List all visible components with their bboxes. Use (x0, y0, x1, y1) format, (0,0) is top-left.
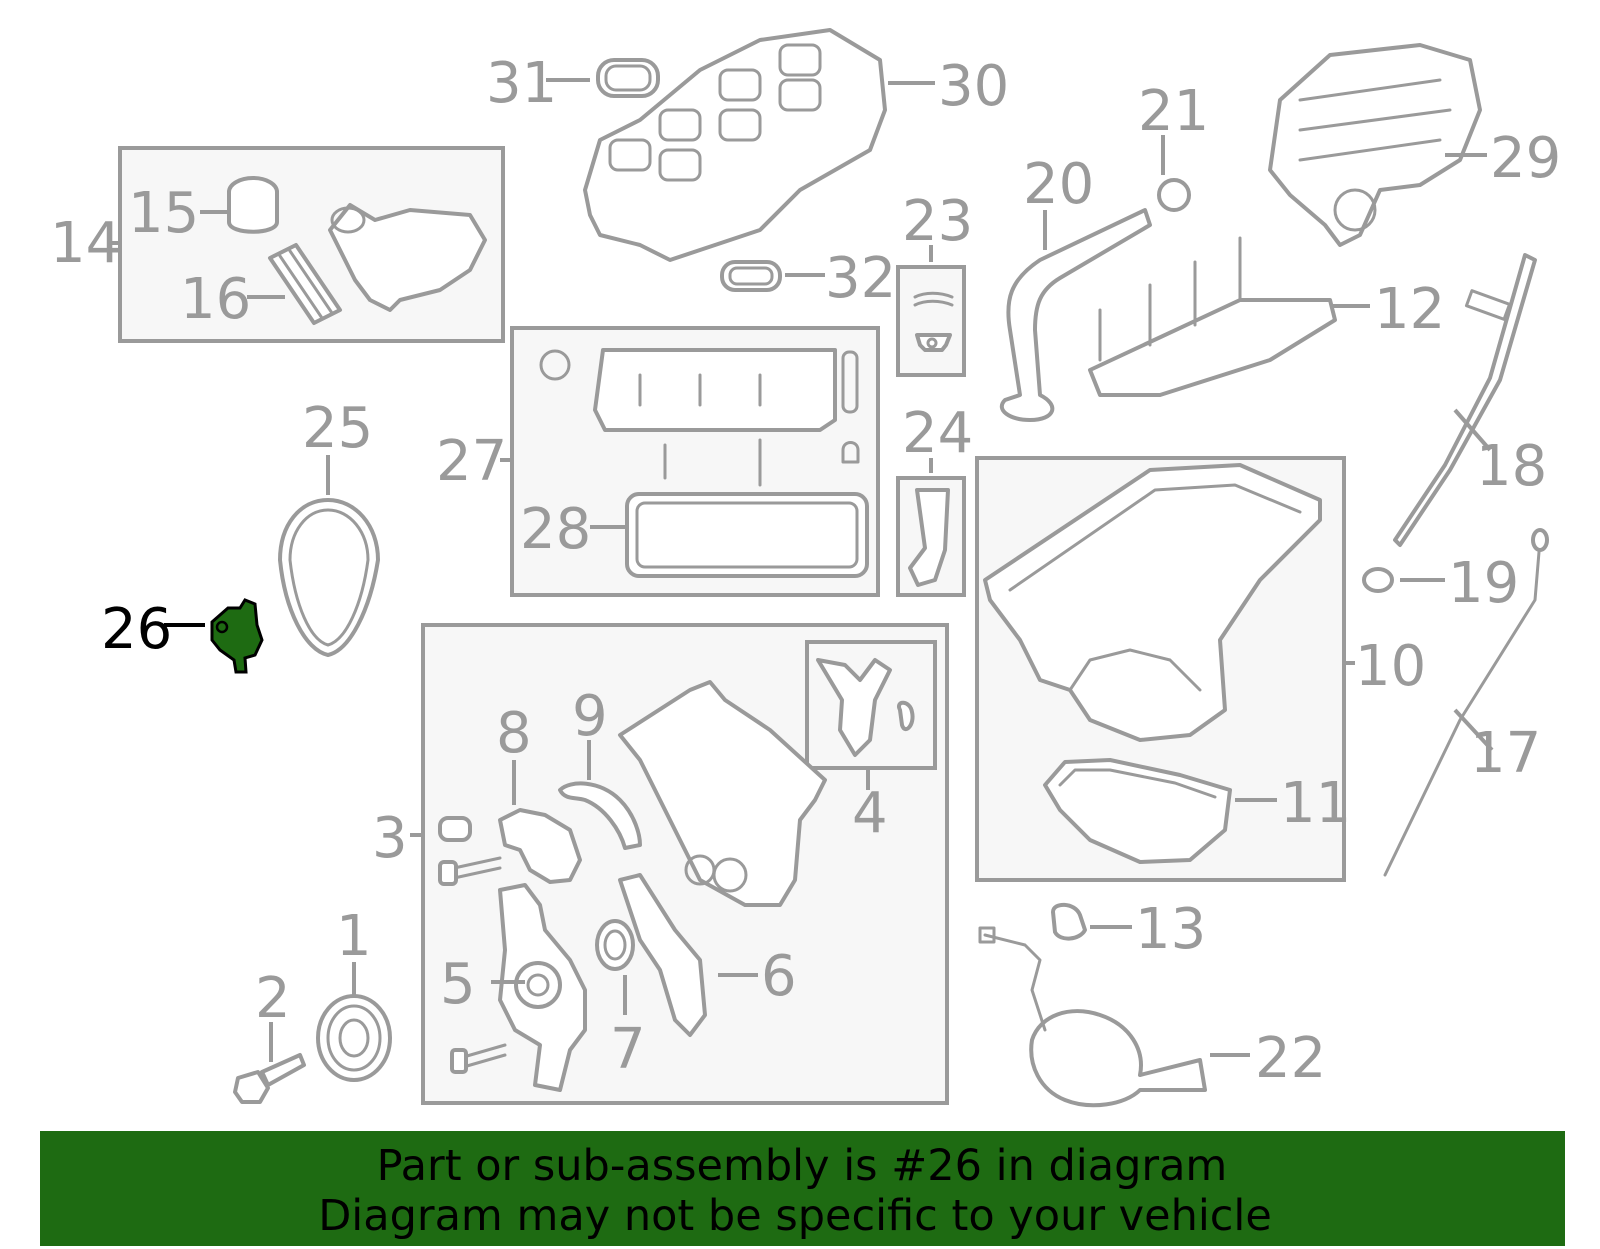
part-18-dipstick-tube[interactable] (1393, 253, 1537, 547)
part-27-valve-cover[interactable] (539, 348, 860, 487)
callout-6[interactable]: 6 (761, 944, 797, 1009)
banner-line-2: Diagram may not be specific to your vehi… (318, 1191, 1272, 1241)
part-30-intake-manifold[interactable] (583, 28, 887, 262)
callout-18[interactable]: 18 (1476, 434, 1547, 499)
callout-17[interactable]: 17 (1470, 721, 1541, 786)
part-26-highlighted[interactable] (210, 598, 264, 674)
callout-22[interactable]: 22 (1255, 1026, 1326, 1091)
part-23-cap[interactable] (913, 291, 954, 352)
part-5-water-pump[interactable] (450, 883, 587, 1092)
part-15-cap[interactable] (227, 176, 279, 234)
part-32-gasket[interactable] (720, 260, 782, 292)
part-31-gasket[interactable] (596, 58, 660, 98)
callout-27[interactable]: 27 (436, 429, 507, 494)
callout-12[interactable]: 12 (1374, 277, 1445, 342)
callout-10[interactable]: 10 (1355, 634, 1426, 699)
callout-14[interactable]: 14 (50, 211, 121, 276)
callout-31[interactable]: 31 (486, 51, 557, 116)
part-19-o-ring[interactable] (1362, 567, 1394, 593)
part-13-plug[interactable] (1051, 902, 1087, 941)
banner-line-1: Part or sub-assembly is #26 in diagram (377, 1141, 1228, 1191)
callout-29[interactable]: 29 (1490, 126, 1561, 191)
part-12-windage-tray[interactable] (1088, 236, 1337, 397)
callout-1[interactable]: 1 (336, 904, 372, 969)
part-11-lower-pan[interactable] (1043, 758, 1232, 864)
callout-25[interactable]: 25 (302, 396, 373, 461)
part-7-seal[interactable] (595, 919, 635, 971)
part-20-tube[interactable] (999, 208, 1152, 422)
part-24-fill-tube[interactable] (908, 488, 950, 587)
callout-8[interactable]: 8 (496, 701, 532, 766)
callout-3[interactable]: 3 (372, 806, 408, 871)
part-25-belt[interactable] (278, 498, 380, 657)
part-28-gasket[interactable] (625, 492, 869, 578)
callout-9[interactable]: 9 (572, 684, 608, 749)
part-29-upper-intake[interactable] (1268, 43, 1482, 247)
part-8-cover[interactable] (438, 808, 582, 886)
leader-lines (110, 78, 1494, 1062)
part-14-filter-housing[interactable] (328, 203, 487, 312)
callout-7[interactable]: 7 (610, 1017, 646, 1082)
info-banner (40, 1131, 1565, 1246)
callout-15[interactable]: 15 (128, 181, 199, 246)
callout-32[interactable]: 32 (825, 246, 896, 311)
callout-19[interactable]: 19 (1448, 551, 1519, 616)
callout-24[interactable]: 24 (902, 401, 973, 466)
part-4-gasket[interactable] (816, 658, 915, 757)
callout-16[interactable]: 16 (180, 267, 251, 332)
group-box-23 (896, 265, 966, 377)
part-2-bolt[interactable] (233, 1053, 306, 1104)
part-22-oil-pump[interactable] (978, 926, 1207, 1108)
part-17-dipstick[interactable] (1383, 538, 1542, 877)
part-16-filter-element[interactable] (268, 243, 342, 325)
part-9-gasket[interactable] (558, 781, 642, 850)
callout-26[interactable]: 26 (101, 597, 172, 662)
part-21-o-ring[interactable] (1157, 178, 1191, 212)
callout-30[interactable]: 30 (938, 54, 1009, 119)
callout-23[interactable]: 23 (902, 189, 973, 254)
callout-21[interactable]: 21 (1138, 79, 1209, 144)
part-1-pulley[interactable] (316, 994, 392, 1082)
callout-5[interactable]: 5 (440, 952, 476, 1017)
part-6-timing-cover[interactable] (618, 680, 827, 1037)
callout-28[interactable]: 28 (520, 497, 591, 562)
callout-13[interactable]: 13 (1135, 897, 1206, 962)
callout-4[interactable]: 4 (852, 781, 888, 846)
part-10-oil-pan[interactable] (983, 463, 1322, 742)
callout-20[interactable]: 20 (1023, 152, 1094, 217)
callout-11[interactable]: 11 (1280, 771, 1351, 836)
callout-2[interactable]: 2 (255, 966, 291, 1031)
